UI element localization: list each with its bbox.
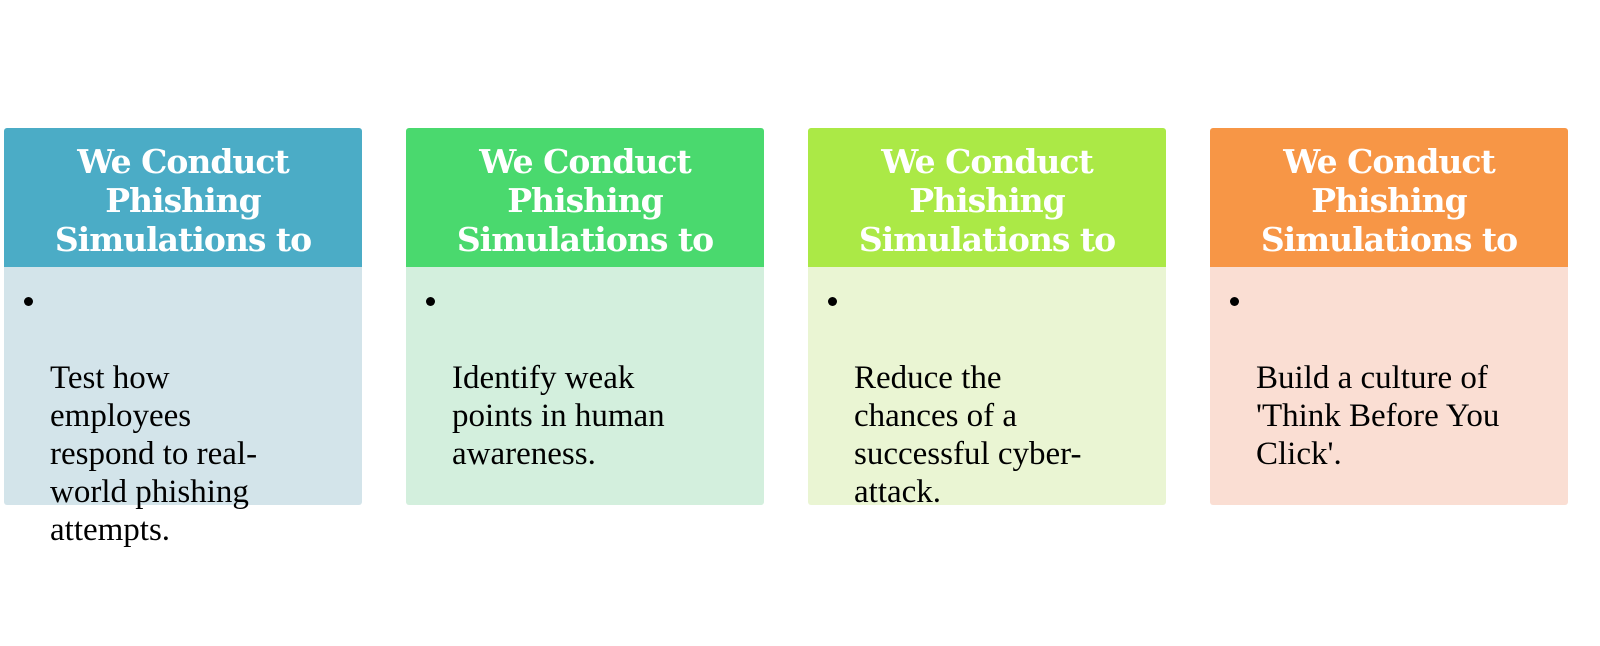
card-reduce-chances: We Conduct Phishing Simulations to Reduc… — [808, 128, 1166, 510]
card-header: We Conduct Phishing Simulations to — [808, 128, 1166, 267]
card-test-employees: We Conduct Phishing Simulations to Test … — [4, 128, 362, 548]
card-header: We Conduct Phishing Simulations to — [4, 128, 362, 267]
card-body: Build a culture of 'Think Before You Cli… — [1210, 267, 1568, 505]
card-body: Reduce the chances of a successful cyber… — [808, 267, 1166, 510]
bullet-icon — [24, 297, 33, 306]
bullet-icon — [828, 297, 837, 306]
card-body: Identify weak points in human awareness. — [406, 267, 764, 505]
card-header: We Conduct Phishing Simulations to — [406, 128, 764, 267]
card-build-culture: We Conduct Phishing Simulations to Build… — [1210, 128, 1568, 505]
card-text: Reduce the chances of a successful cyber… — [854, 360, 1082, 510]
bullet-icon — [1230, 297, 1239, 306]
card-body: Test how employees respond to real- worl… — [4, 267, 362, 548]
card-text: Identify weak points in human awareness. — [452, 360, 665, 472]
card-header: We Conduct Phishing Simulations to — [1210, 128, 1568, 267]
card-identify-weak-points: We Conduct Phishing Simulations to Ident… — [406, 128, 764, 505]
card-text: Build a culture of 'Think Before You Cli… — [1256, 360, 1500, 472]
bullet-icon — [426, 297, 435, 306]
card-text: Test how employees respond to real- worl… — [50, 360, 258, 548]
